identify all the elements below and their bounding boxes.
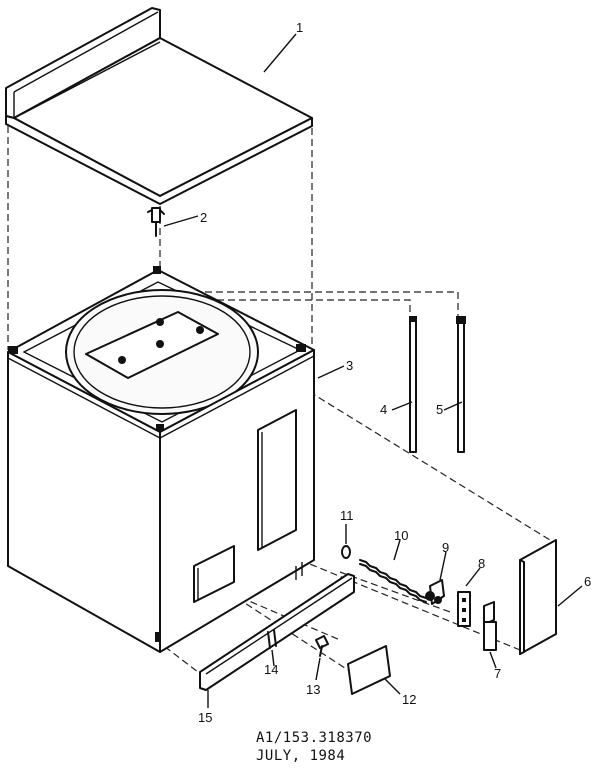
callout-15: 15 xyxy=(198,710,212,725)
reference-date: JULY, 1984 xyxy=(256,748,345,764)
clip-part-14 xyxy=(267,629,277,649)
callout-4: 4 xyxy=(380,402,387,417)
callout-7: 7 xyxy=(494,666,501,681)
callout-13: 13 xyxy=(306,682,320,697)
callout-10: 10 xyxy=(394,528,408,543)
top-panel xyxy=(5,7,313,205)
kick-panel-part-15 xyxy=(199,573,355,691)
ring-part-11 xyxy=(341,545,351,559)
callout-14: 14 xyxy=(264,662,278,677)
side-panel-part-6 xyxy=(519,539,557,655)
bracket-part-7 xyxy=(483,601,497,651)
diagram-reference: A1/153.318370 JULY, 1984 xyxy=(256,730,372,764)
rod-part-5 xyxy=(456,316,466,453)
callout-11: 11 xyxy=(340,508,354,523)
reference-number: A1/153.318370 xyxy=(256,730,372,746)
bracket-part-8 xyxy=(457,591,471,627)
leader-lines xyxy=(163,33,583,708)
callout-labels: 1 2 3 4 5 6 7 8 9 10 11 12 13 14 15 xyxy=(198,20,591,725)
callout-6: 6 xyxy=(584,574,591,589)
callout-9: 9 xyxy=(442,540,449,555)
rod-part-4 xyxy=(409,316,417,453)
callout-1: 1 xyxy=(296,20,303,35)
callout-5: 5 xyxy=(436,402,443,417)
screw-part-13 xyxy=(315,635,329,657)
cabinet-part-3 xyxy=(7,266,315,653)
plate-part-12 xyxy=(347,645,391,695)
screw-part-2 xyxy=(147,207,165,237)
callout-12: 12 xyxy=(402,692,416,707)
callout-3: 3 xyxy=(346,358,353,373)
callout-8: 8 xyxy=(478,556,485,571)
callout-2: 2 xyxy=(200,210,207,225)
spring-part-10 xyxy=(359,559,435,603)
